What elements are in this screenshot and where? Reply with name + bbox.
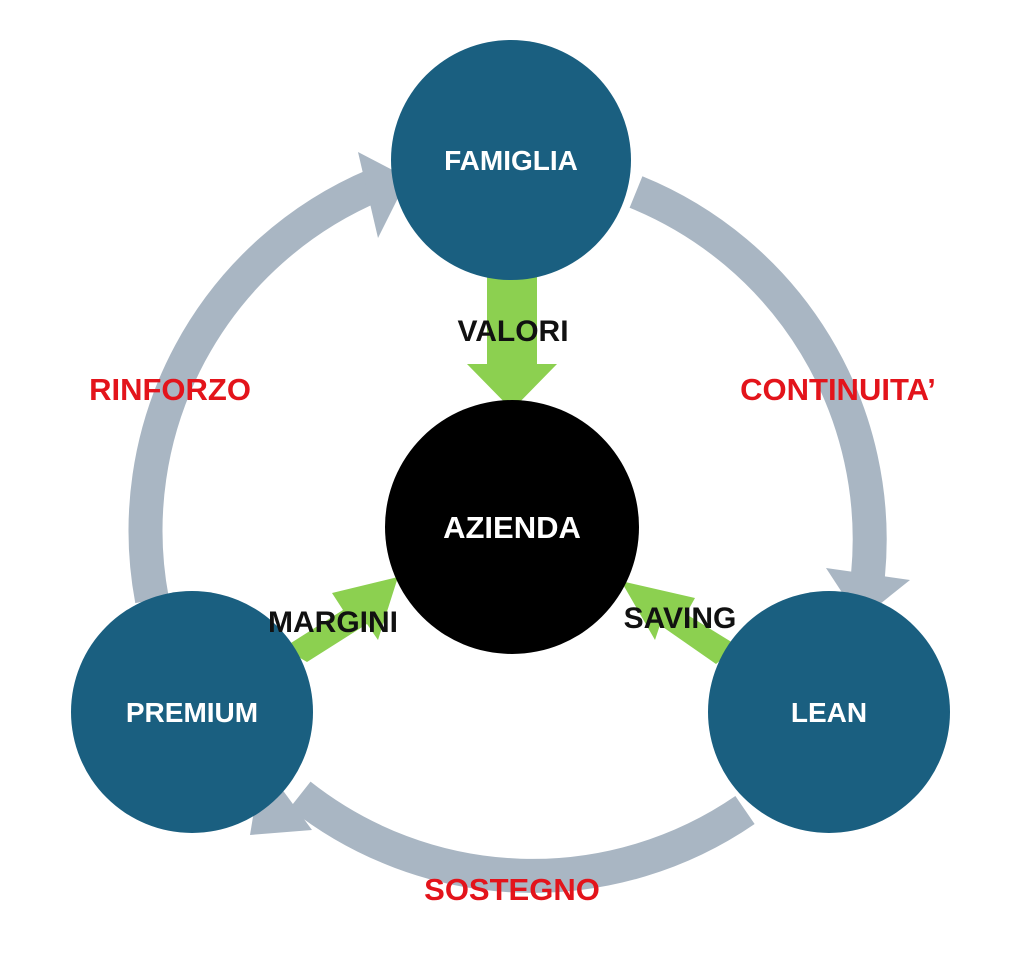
label-margini: MARGINI [268,606,398,639]
label-valori: VALORI [457,315,568,348]
cycle-arrow-lean-to-premium [250,762,755,893]
flow-arrow-saving [621,581,738,664]
label-rinforzo: RINFORZO [89,372,251,407]
node-premium [71,591,313,833]
label-sostegno: SOSTEGNO [424,872,600,907]
label-famiglia: FAMIGLIA [444,145,578,176]
flow-arrows [283,275,738,664]
node-azienda [385,400,639,654]
node-famiglia [391,40,631,280]
label-premium: PREMIUM [126,697,258,728]
flow-arrow-valori [467,275,557,410]
label-azienda: AZIENDA [443,510,581,545]
cycle-arrow-famiglia-to-lean [629,176,910,620]
node-lean [708,591,950,833]
label-saving: SAVING [624,602,737,635]
nodes [71,40,950,833]
label-lean: LEAN [791,697,867,728]
flow-arrow-margini [283,577,398,662]
cycle-arrows [128,152,910,893]
label-continuita: CONTINUITA’ [740,372,936,407]
